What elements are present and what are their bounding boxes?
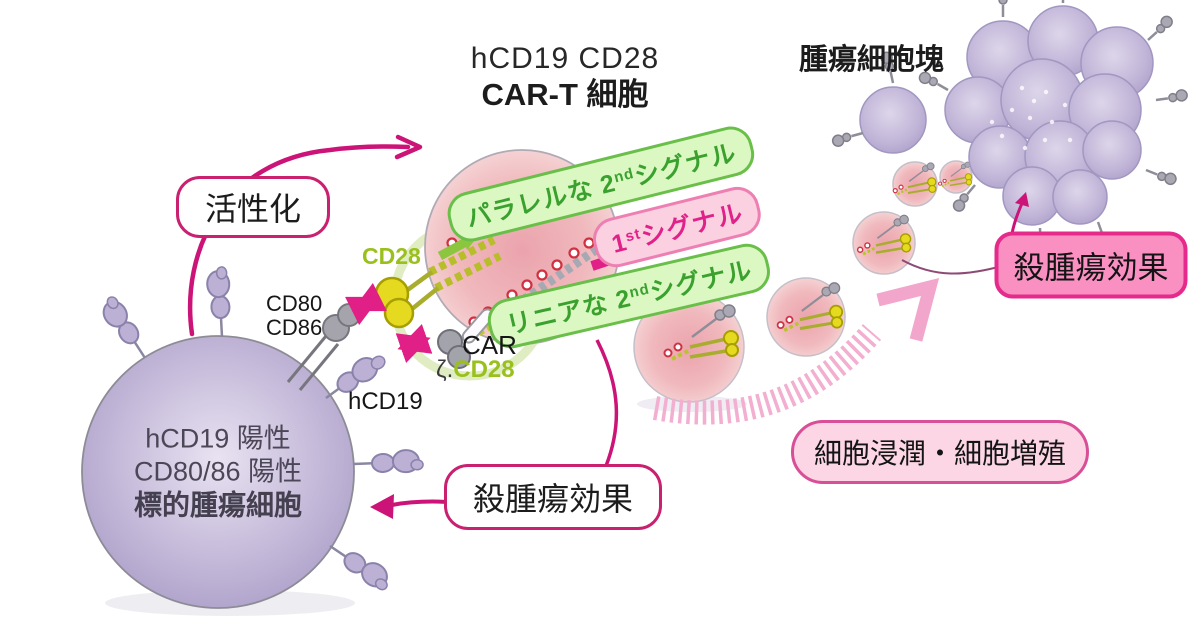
binding-double-arrow	[395, 324, 433, 363]
zeta-label: ζ.	[436, 356, 454, 383]
cd80-label: CD80	[266, 291, 323, 316]
cd28-signal-chain	[434, 252, 502, 292]
cd28-molecule	[374, 270, 440, 329]
car-cd28-label: CD28	[453, 356, 515, 383]
hcd19-bridging-receptor	[325, 355, 386, 400]
car-label: CAR	[462, 330, 517, 360]
kill-effect-right-box: 殺腫瘍効果	[994, 231, 1188, 299]
activation-arrow	[187, 134, 423, 337]
binding-double-arrow	[345, 282, 387, 326]
car-t-cell-migrating	[937, 160, 973, 194]
hcd19-label: hCD19	[348, 388, 423, 415]
kill-effect-center-box: 殺腫瘍効果	[443, 464, 663, 530]
cd28-label: CD28	[362, 243, 421, 269]
hcd19-receptor-icon	[205, 265, 234, 339]
hcd19-receptor-icon	[351, 448, 425, 476]
phospho-site-icon	[536, 269, 548, 281]
target-tumor-cell	[81, 265, 425, 609]
hcd19-receptor-icon	[323, 534, 396, 595]
kill-right-connector	[901, 259, 1003, 275]
target-line1: hCD19 陽性	[145, 423, 291, 454]
infiltration-label: 細胞浸潤・細胞増殖	[813, 438, 1067, 469]
tumor-mass-label: 腫瘍細胞塊	[799, 44, 945, 76]
phospho-site-icon	[521, 279, 533, 291]
car-t-cell-migrating	[852, 211, 916, 275]
target-cell-caption: hCD19 陽性 CD80/86 陽性 標的腫瘍細胞	[134, 423, 302, 522]
cd28-signal-chain	[428, 236, 496, 276]
kill-center-connector	[595, 339, 619, 467]
target-line3: 標的腫瘍細胞	[133, 489, 303, 521]
kill-effect-center-label: 殺腫瘍効果	[472, 481, 634, 517]
target-line2: CD80/86 陽性	[133, 456, 303, 487]
car-t-cell-migrating	[766, 277, 846, 357]
kill-effect-right-label: 殺腫瘍効果	[1013, 250, 1169, 286]
migration-arrow	[652, 278, 940, 425]
title-line1: hCD19 CD28	[470, 42, 660, 75]
parallel-signal-sup: nd	[612, 164, 636, 187]
phospho-site-icon	[568, 247, 580, 259]
infiltration-box: 細胞浸潤・細胞増殖	[790, 420, 1090, 484]
hcd19-receptor-icon	[95, 292, 155, 366]
car-zeta-cd28-label: ζ.CD28	[436, 356, 515, 384]
linear-signal-sup: nd	[627, 280, 652, 302]
phospho-site-icon	[551, 259, 563, 271]
cd86-label: CD86	[266, 314, 323, 340]
figure-title: hCD19 CD28 CAR-T 細胞	[471, 42, 659, 112]
title-line2: CAR-T 細胞	[481, 76, 649, 112]
activation-label: 活性化	[204, 191, 302, 227]
kill-right-arrow	[1010, 192, 1029, 235]
cd80-cd86-label: CD80 CD86	[266, 292, 322, 340]
cluster-granules	[989, 85, 1073, 151]
car-t-cell-migrating	[892, 161, 938, 207]
activation-box: 活性化	[175, 176, 331, 238]
